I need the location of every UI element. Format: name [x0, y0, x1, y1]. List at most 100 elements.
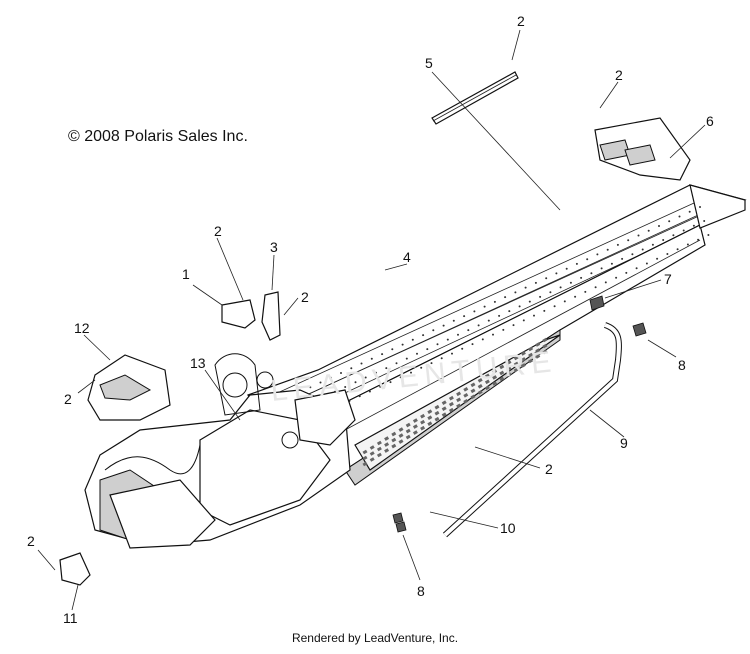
- diamond-plate-cell: [376, 452, 382, 458]
- rivet: [385, 367, 388, 370]
- callout-8-right: 8: [678, 357, 686, 373]
- diamond-plate-cell: [528, 352, 534, 358]
- diamond-plate-cell: [420, 425, 426, 431]
- diamond-plate-cell: [520, 357, 526, 362]
- rivet: [522, 319, 525, 322]
- rivet: [610, 262, 613, 265]
- rivet: [528, 300, 531, 303]
- diamond-plate-cell: [441, 412, 447, 417]
- bracket-part-6: [594, 117, 691, 181]
- rivet: [692, 224, 695, 227]
- rivet: [580, 276, 583, 279]
- diamond-plate-cell: [420, 419, 426, 425]
- rivet: [358, 395, 361, 398]
- rivet: [375, 371, 377, 374]
- rivet: [389, 381, 392, 384]
- rivet: [309, 386, 312, 389]
- diamond-plate-cell: [362, 461, 368, 467]
- rivet: [410, 371, 412, 374]
- rivet: [662, 239, 665, 241]
- rivet: [676, 248, 679, 251]
- rivet: [483, 305, 486, 308]
- diamond-plate-cell: [477, 390, 483, 395]
- diamond-plate-cell: [369, 445, 375, 450]
- callout-12: 12: [74, 320, 90, 336]
- shield-part-12: [87, 354, 171, 421]
- diamond-plate-cell: [412, 418, 418, 423]
- rivet: [430, 362, 433, 365]
- callout-5: 5: [425, 55, 433, 71]
- rivet: [697, 238, 700, 241]
- diamond-plate-cell: [542, 349, 548, 355]
- rivet: [457, 333, 459, 336]
- callout-2-bracket3: 2: [301, 289, 309, 305]
- rivet: [543, 309, 546, 312]
- diamond-plate-cell: [456, 397, 462, 403]
- diamond-plate-cell: [427, 421, 433, 426]
- rivet: [658, 225, 660, 227]
- rivet: [508, 310, 511, 313]
- rivet: [635, 267, 638, 270]
- callout-2-left: 2: [27, 533, 35, 549]
- diamond-plate-cell: [484, 379, 490, 385]
- diamond-plate-cell: [535, 354, 541, 359]
- leader-lines: [37, 29, 706, 611]
- rivet: [647, 229, 650, 232]
- rivet: [420, 366, 423, 369]
- diamond-plate-cell: [448, 401, 454, 407]
- rail-part-5: [431, 71, 519, 125]
- rivet: [656, 257, 659, 260]
- rivet: [370, 357, 373, 360]
- callout-3: 3: [270, 239, 278, 255]
- rivet: [360, 362, 363, 365]
- diamond-plate-cell: [391, 431, 397, 437]
- diamond-plate-cell: [412, 430, 418, 435]
- callout-13: 13: [190, 355, 206, 371]
- callout-2-mid: 2: [545, 461, 553, 477]
- diamond-plate-cell: [492, 375, 498, 380]
- diamond-plate-cell: [477, 384, 483, 389]
- diamond-plate-cell: [470, 382, 476, 388]
- diamond-plate-cell: [362, 455, 368, 461]
- rivet: [625, 271, 628, 274]
- hardware: [392, 295, 647, 533]
- rivet: [442, 324, 445, 327]
- diamond-plate-cell: [384, 448, 390, 453]
- rivet: [481, 338, 484, 341]
- rivet: [502, 328, 505, 331]
- bracket-part-3: [261, 291, 281, 341]
- rivet: [534, 281, 537, 284]
- rivet: [329, 376, 332, 379]
- rivet: [686, 243, 689, 246]
- callout-6: 6: [706, 113, 714, 129]
- diamond-plate-cell: [448, 395, 454, 401]
- rivet: [364, 376, 367, 379]
- diamond-plate-cell: [391, 443, 397, 449]
- diamond-plate-cell: [405, 422, 411, 428]
- diamond-plate-cell: [477, 378, 483, 383]
- running-board: [344, 329, 561, 486]
- diamond-plate-cell: [427, 415, 433, 420]
- rivet: [574, 295, 577, 298]
- callout-2-shield: 2: [64, 391, 72, 407]
- diamond-plate-cell: [463, 393, 469, 398]
- diamond-plate-cell: [434, 404, 440, 410]
- diamond-plate-cell: [506, 366, 512, 371]
- rivet: [471, 343, 474, 346]
- rivet: [381, 353, 384, 356]
- rivet: [590, 272, 593, 275]
- rivet: [473, 310, 476, 313]
- diamond-plate-cell: [427, 409, 433, 414]
- copyright-notice: © 2008 Polaris Sales Inc.: [68, 128, 248, 145]
- rivet: [440, 357, 443, 360]
- rivet: [688, 210, 691, 213]
- rivet: [533, 314, 535, 317]
- rivet: [436, 343, 439, 346]
- rivet: [666, 253, 669, 255]
- rivet: [432, 329, 435, 332]
- front-chassis: [84, 353, 356, 549]
- diamond-plate-cell: [441, 400, 447, 405]
- rivet: [399, 376, 402, 379]
- rivet: [539, 295, 542, 298]
- rivet: [606, 248, 609, 251]
